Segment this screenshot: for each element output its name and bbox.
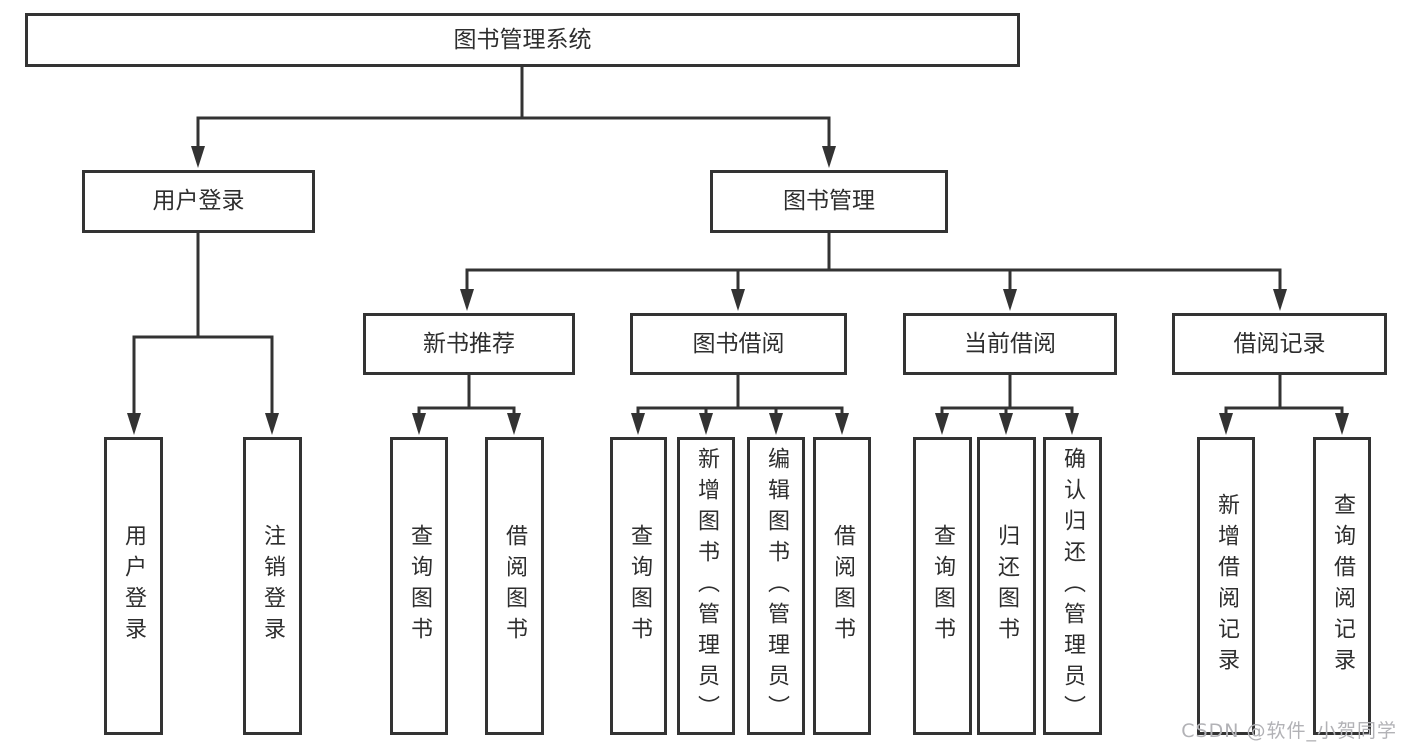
leaf-current-return-books: 归还图书 [977,437,1036,735]
arrowhead [191,146,205,168]
arrowhead [1335,413,1349,435]
leaf-current-query-books: 查询图书 [913,437,972,735]
arrowhead [265,413,279,435]
arrowhead [1065,413,1079,435]
arrowhead [835,413,849,435]
leaf-borrow-add-books-admin: 新增图书（管理员） [677,437,735,735]
arrowhead [999,413,1013,435]
connector-newbook-rail [417,406,516,416]
arrowhead [1003,289,1017,311]
arrowhead [460,289,474,311]
leaf-records-add-record: 新增借阅记录 [1197,437,1255,735]
leaf-user-login: 用户登录 [104,437,163,735]
csdn-watermark: CSDN @软件_小贺同学 [1181,720,1397,742]
leaf-borrow-edit-books-admin: 编辑图书（管理员） [747,437,805,735]
node-root-library-system: 图书管理系统 [25,13,1020,67]
arrowhead [127,413,141,435]
leaf-borrow-borrow-books: 借阅图书 [813,437,871,735]
leaf-current-confirm-return-admin: 确认归还（管理员） [1043,437,1102,735]
connector-bookborrow-rail [636,406,844,416]
node-book-management: 图书管理 [710,170,948,233]
arrowhead [412,413,426,435]
leaf-borrow-query-books: 查询图书 [610,437,667,735]
leaf-newbook-query-books: 查询图书 [390,437,448,735]
connector-level2-rail [196,116,831,148]
node-book-borrow: 图书借阅 [630,313,847,375]
arrowhead [631,413,645,435]
arrowhead [822,146,836,168]
node-borrow-records: 借阅记录 [1172,313,1387,375]
leaf-logout: 注销登录 [243,437,302,735]
connector-userlogin-rail [132,335,274,416]
leaf-newbook-borrow-books: 借阅图书 [485,437,544,735]
arrowhead [699,413,713,435]
arrowhead [1219,413,1233,435]
arrowhead [731,289,745,311]
connector-level3-rail [465,268,1282,293]
node-new-book-recommend: 新书推荐 [363,313,575,375]
arrowhead [769,413,783,435]
arrowhead [1273,289,1287,311]
connector-records-rail [1224,406,1344,416]
node-user-login: 用户登录 [82,170,315,233]
node-current-borrow: 当前借阅 [903,313,1117,375]
leaf-records-query-record: 查询借阅记录 [1313,437,1371,735]
arrowhead [507,413,521,435]
arrowhead [935,413,949,435]
